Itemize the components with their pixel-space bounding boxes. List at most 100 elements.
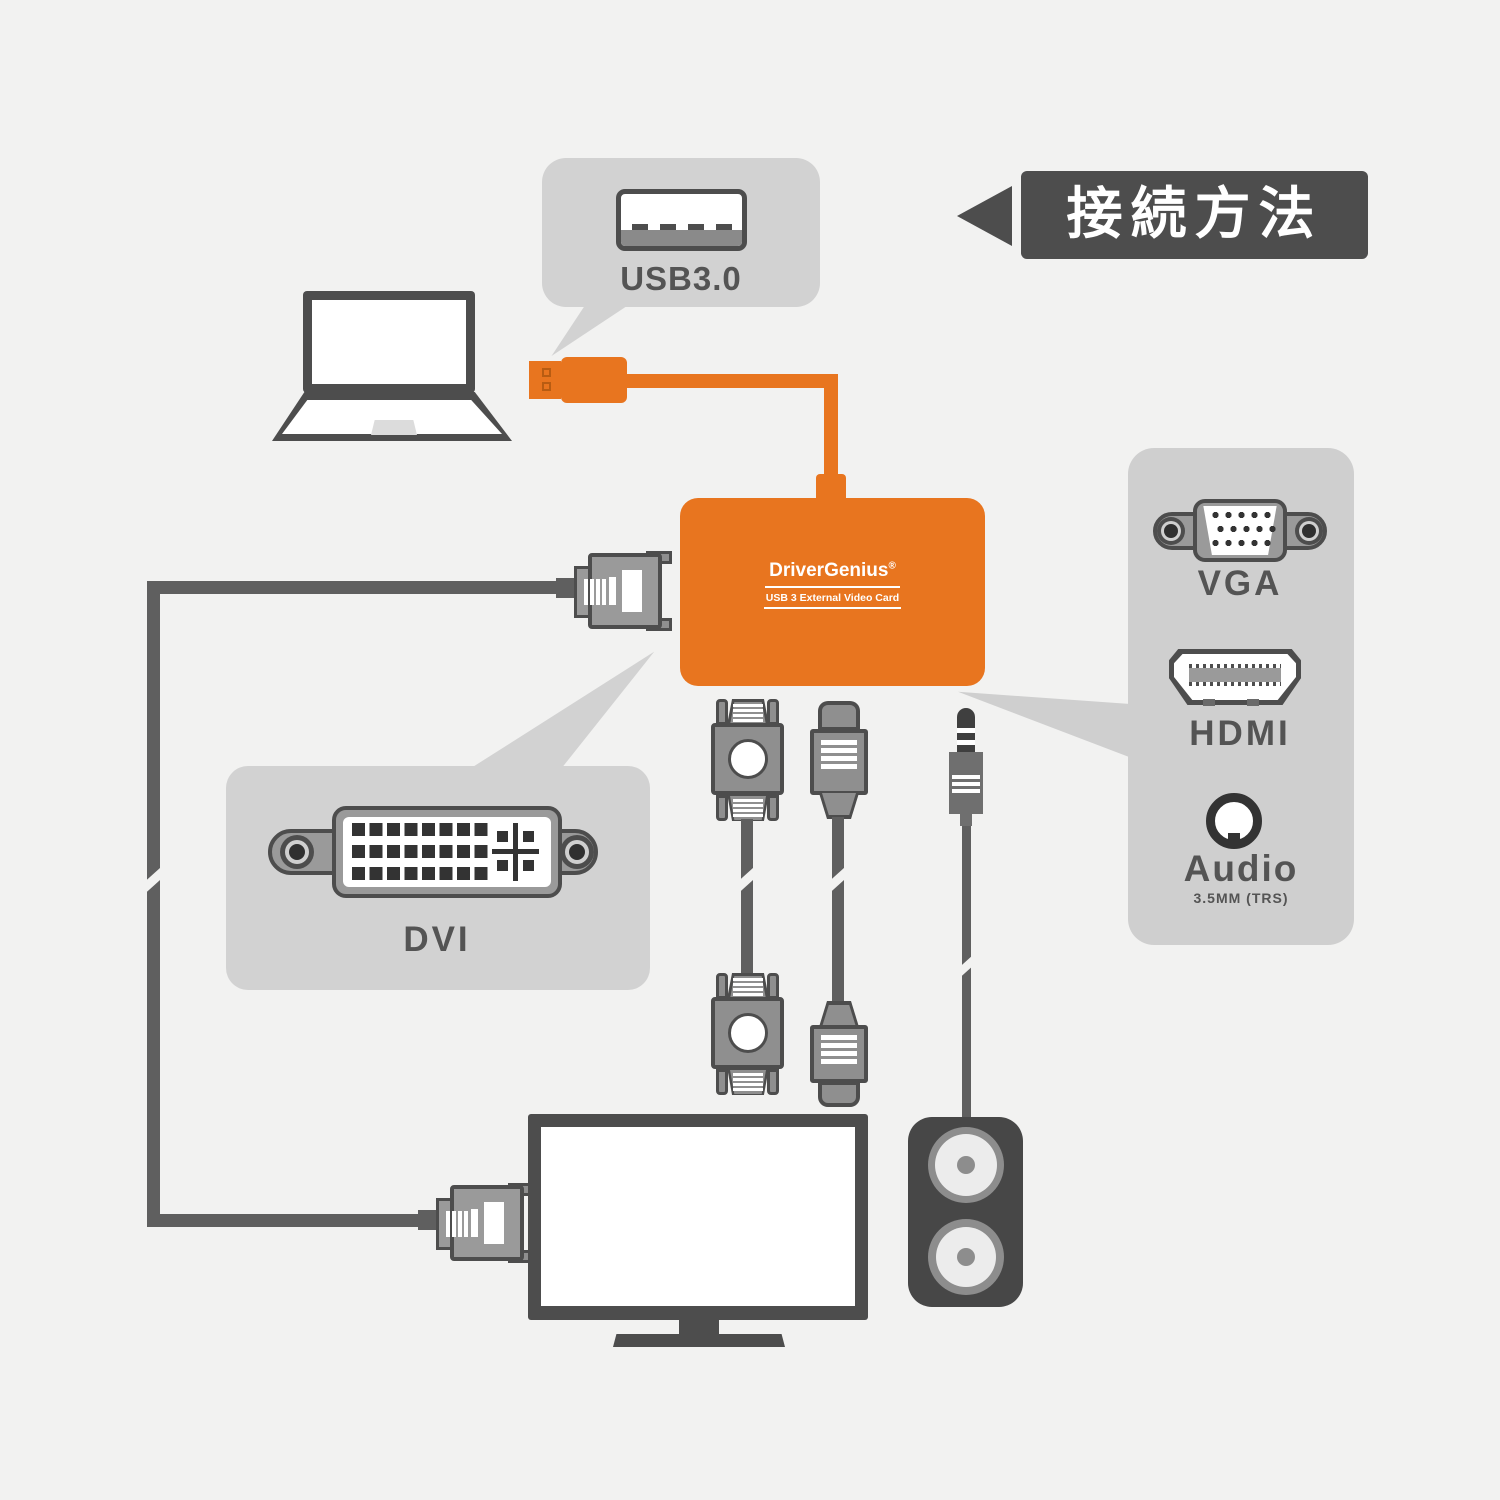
dvi-analog-pin xyxy=(497,831,508,842)
usb-plug-body xyxy=(561,357,627,403)
laptop-icon xyxy=(272,291,512,441)
vga-pin-row xyxy=(1214,522,1278,536)
title-banner: 接続方法 xyxy=(1021,171,1368,259)
usb-pin xyxy=(660,224,676,230)
stripe xyxy=(952,789,980,793)
laptop-touchpad xyxy=(371,420,417,435)
stripe xyxy=(821,1059,857,1064)
stripe xyxy=(733,799,763,802)
hdmi-notch xyxy=(1247,699,1259,706)
speaker-driver-top-cap xyxy=(957,1156,975,1174)
dvi-cable-top xyxy=(147,581,558,594)
hdmi-port-icon xyxy=(1169,649,1301,707)
vga-plug-top xyxy=(711,699,784,821)
stripe xyxy=(821,764,857,769)
monitor-screen xyxy=(541,1127,855,1306)
dvi-plug-neck xyxy=(418,1210,440,1230)
stripe xyxy=(952,782,980,786)
vga-thumbscrew xyxy=(767,973,779,999)
dvi-cross-h xyxy=(492,849,539,854)
stripe xyxy=(484,1202,504,1244)
dvi-plug-monitor xyxy=(412,1177,537,1267)
adapter-registered-mark: ® xyxy=(888,560,896,572)
monitor-stand-neck xyxy=(679,1320,719,1334)
audio-cable xyxy=(962,826,971,1118)
stripe xyxy=(733,1078,763,1081)
monitor-icon xyxy=(528,1114,868,1347)
stripe xyxy=(733,1073,763,1076)
stripe xyxy=(733,719,763,722)
stripe xyxy=(733,814,763,817)
stripe xyxy=(733,1088,763,1091)
stripe xyxy=(590,579,594,605)
vga-thumbscrew xyxy=(716,1069,728,1095)
vga-thumbscrew xyxy=(767,795,779,821)
stripe xyxy=(733,983,763,986)
adapter-brand: DriverGenius® xyxy=(765,560,900,588)
dvi-cable-left xyxy=(147,581,160,1227)
vga-cable xyxy=(741,819,753,977)
usb-cable-stub xyxy=(816,474,846,502)
dvi-callout-label: DVI xyxy=(403,920,471,959)
audio-plug-ring xyxy=(957,740,975,745)
vga-thumbscrew xyxy=(767,699,779,725)
vga-pin-row xyxy=(1209,508,1273,522)
adapter-device: DriverGenius® USB 3 External Video Card xyxy=(680,498,985,686)
stripe xyxy=(821,1051,857,1056)
speaker-icon xyxy=(908,1117,1023,1307)
vga-port-icon xyxy=(1153,498,1327,562)
stripe xyxy=(609,577,616,605)
vga-thumbscrew xyxy=(716,699,728,725)
dvi-screw-right-core xyxy=(569,844,585,860)
stripe xyxy=(733,809,763,812)
dvi-cable-bottom xyxy=(147,1214,422,1227)
stripe xyxy=(733,709,763,712)
stripe xyxy=(452,1211,456,1237)
vga-screw-left-core xyxy=(1164,524,1178,538)
audio-plug-ring xyxy=(957,728,975,733)
stripe xyxy=(821,748,857,753)
audio-jack-notch xyxy=(1228,833,1240,842)
stripe xyxy=(733,988,763,991)
stripe xyxy=(733,1083,763,1086)
dvi-pin-grid xyxy=(352,823,488,880)
stripe xyxy=(733,978,763,981)
laptop-screen-display xyxy=(312,300,466,384)
dvi-analog-pin xyxy=(497,860,508,871)
hdmi-plug-taper-fill xyxy=(822,1005,856,1027)
audio-port-sublabel: 3.5MM (TRS) xyxy=(1193,890,1289,906)
adapter-subtitle: USB 3 External Video Card xyxy=(763,590,902,609)
stripe xyxy=(584,579,588,605)
stripe xyxy=(821,756,857,761)
hdmi-plug-top xyxy=(810,701,868,819)
vga-pin-row xyxy=(1209,536,1273,550)
dvi-callout-tail xyxy=(468,651,655,770)
hdmi-notch xyxy=(1203,699,1215,706)
hdmi-plug-tip xyxy=(818,1081,860,1107)
usb-callout-tail xyxy=(551,300,636,356)
hdmi-port-label: HDMI xyxy=(1189,714,1291,753)
adapter-text: DriverGenius® USB 3 External Video Card xyxy=(680,560,985,609)
stripe xyxy=(458,1211,462,1237)
stripe xyxy=(821,1043,857,1048)
usb-pin xyxy=(688,224,704,230)
vga-thumbscrew xyxy=(716,795,728,821)
stripe xyxy=(446,1211,450,1237)
hdmi-plug-body xyxy=(810,729,868,795)
stripe xyxy=(602,579,606,605)
dvi-analog-pin xyxy=(523,860,534,871)
usb-port-shield xyxy=(621,230,742,246)
stripe xyxy=(821,1035,857,1040)
dvi-plug-adapter xyxy=(550,545,675,635)
stripe xyxy=(821,740,857,745)
stripe xyxy=(733,714,763,717)
usb-port-icon xyxy=(616,189,747,251)
vga-plug-bottom xyxy=(711,973,784,1095)
usb-pin xyxy=(632,224,648,230)
stripe xyxy=(733,704,763,707)
hdmi-pin-teeth xyxy=(1189,664,1281,668)
stripe xyxy=(952,775,980,779)
hdmi-plug-taper-fill xyxy=(822,793,856,815)
usb-callout-label: USB3.0 xyxy=(620,260,742,297)
